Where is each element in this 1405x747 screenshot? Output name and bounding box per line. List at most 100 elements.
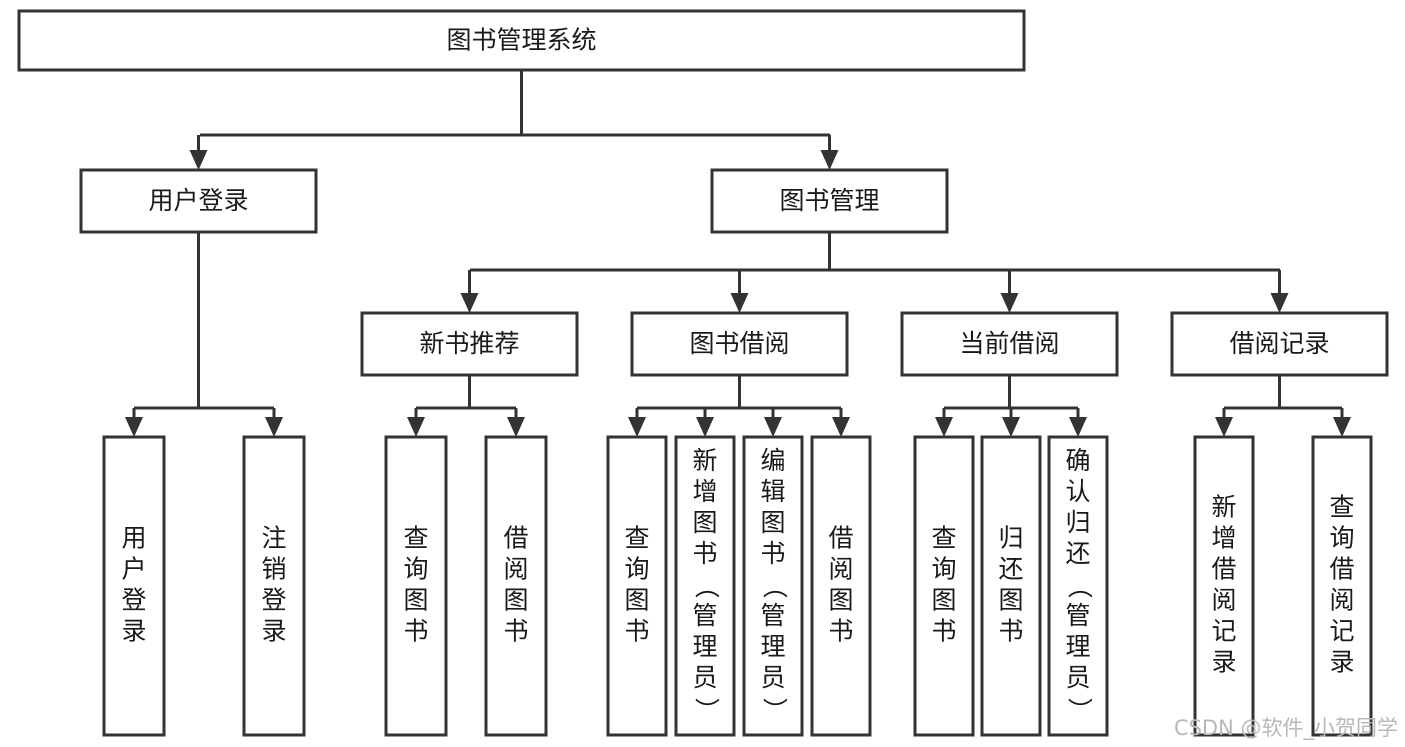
- node-book-borrow[interactable]: 图书借阅: [630, 311, 849, 377]
- leaf-label-char: （: [760, 573, 789, 598]
- leaf-label-char: ）: [692, 697, 721, 722]
- arrow-head-icon-leaf-add-book-admin: [696, 417, 714, 437]
- leaf-label-char: 录: [1211, 648, 1236, 677]
- node-box-book-management: [710, 168, 949, 234]
- leaf-label-char: 图: [624, 586, 649, 615]
- node-label-borrow-record: 借阅记录: [1229, 329, 1329, 358]
- node-box-new-book-recommend: [360, 311, 579, 377]
- leaf-label-char: 确: [1065, 446, 1090, 475]
- leaf-label-char: 理: [1065, 632, 1090, 661]
- leaf-label-char: 归: [1065, 508, 1090, 537]
- leaf-label-char: 书: [692, 539, 717, 568]
- leaf-box-leaf-add-borrow-record: [1193, 435, 1255, 737]
- leaf-box-leaf-confirm-return-admin: [1047, 435, 1109, 737]
- leaf-label-char: 图: [998, 586, 1023, 615]
- leaf-label-char: 询: [931, 555, 956, 584]
- arrow-head-icon-user-login: [189, 150, 208, 170]
- arrow-head-icon-leaf-logout: [265, 417, 283, 437]
- connector-layer: [125, 70, 1351, 437]
- leaf-label-leaf-user-login: 用户登录: [121, 524, 146, 646]
- arrow-head-icon-book-management: [820, 150, 839, 170]
- leaf-label-char: 阅: [828, 555, 853, 584]
- leaf-label-char: 图: [931, 586, 956, 615]
- node-user-login[interactable]: 用户登录: [79, 168, 318, 234]
- leaf-label-char: 录: [261, 617, 286, 646]
- node-label-current-borrow: 当前借阅: [959, 329, 1059, 358]
- leaf-label-char: 书: [503, 617, 528, 646]
- node-box-user-login: [79, 168, 318, 234]
- leaf-label-char: 询: [1329, 524, 1354, 553]
- leaf-box-leaf-edit-book-admin: [742, 435, 804, 737]
- node-borrow-record[interactable]: 借阅记录: [1170, 311, 1389, 377]
- arrow-head-icon-new-book-recommend: [460, 293, 479, 313]
- leaf-label-char: 阅: [1329, 586, 1354, 615]
- leaf-box-leaf-logout: [242, 435, 306, 737]
- leaf-box-leaf-query-borrow-record: [1311, 435, 1373, 737]
- leaf-label-char: 书: [624, 617, 649, 646]
- leaf-label-char: 增: [1211, 524, 1236, 553]
- leaf-label-char: 查: [931, 524, 956, 553]
- leaf-label-char: （: [692, 573, 721, 598]
- arrow-head-icon-leaf-borrow-book-new: [507, 417, 525, 437]
- leaf-label-char: 员: [760, 663, 785, 692]
- node-root[interactable]: 图书管理系统: [17, 9, 1026, 72]
- leaf-label-char: 书: [760, 539, 785, 568]
- leaf-label-char: 员: [692, 663, 717, 692]
- leaf-label-char: 销: [261, 555, 286, 584]
- leaf-label-char: 理: [760, 632, 785, 661]
- leaf-label-char: 管: [760, 601, 785, 630]
- leaf-leaf-user-login[interactable]: 用户登录: [102, 435, 166, 737]
- leaf-label-char: 查: [624, 524, 649, 553]
- leaf-label-char: 还: [998, 555, 1023, 584]
- node-box-book-borrow: [630, 311, 849, 377]
- leaf-label-char: 员: [1065, 663, 1090, 692]
- leaf-label-char: 书: [998, 617, 1023, 646]
- leaf-label-char: 编: [760, 446, 785, 475]
- leaf-label-char: 书: [828, 617, 853, 646]
- arrow-head-icon-leaf-confirm-return-admin: [1069, 417, 1087, 437]
- node-label-root: 图书管理系统: [446, 26, 596, 55]
- leaf-label-char: 查: [1329, 493, 1354, 522]
- leaf-label-char: 录: [1329, 648, 1354, 677]
- leaf-box-leaf-borrow-book-new: [484, 435, 548, 737]
- node-label-book-borrow: 图书借阅: [689, 329, 789, 358]
- node-current-borrow[interactable]: 当前借阅: [900, 311, 1119, 377]
- leaf-label-char: 管: [1065, 601, 1090, 630]
- arrow-head-icon-borrow-record: [1270, 293, 1289, 313]
- node-book-management[interactable]: 图书管理: [710, 168, 949, 234]
- leaf-box-leaf-query-book-new: [384, 435, 448, 737]
- arrow-head-icon-current-borrow: [1000, 293, 1019, 313]
- node-label-user-login: 用户登录: [148, 186, 248, 215]
- leaf-label-char: 记: [1211, 617, 1236, 646]
- arrow-head-icon-leaf-query-book-current: [935, 417, 953, 437]
- leaf-box-leaf-query-book-borrow: [606, 435, 668, 737]
- leaf-label-char: 图: [692, 508, 717, 537]
- leaf-label-char: 登: [261, 586, 286, 615]
- leaf-box-leaf-return-book: [980, 435, 1042, 737]
- leaf-box-leaf-borrow-book: [810, 435, 872, 737]
- node-new-book-recommend[interactable]: 新书推荐: [360, 311, 579, 377]
